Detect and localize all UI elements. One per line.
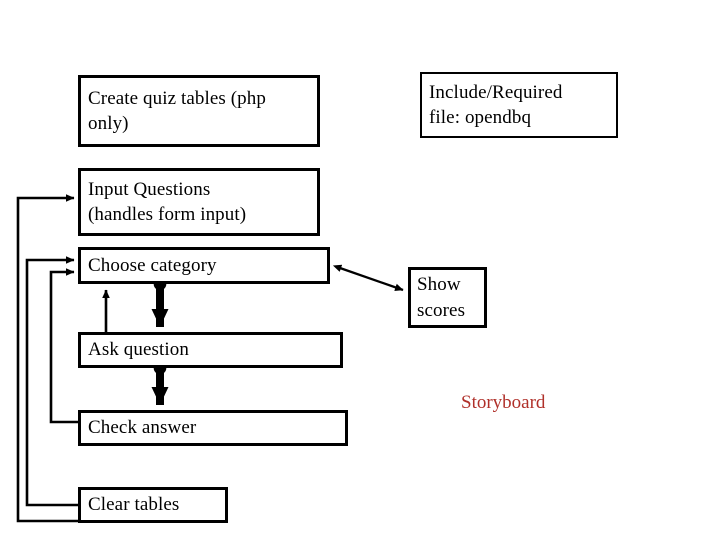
node-clear-tables-label: Clear tables (88, 494, 180, 516)
node-create-quiz-tables-label: Create quiz tables (php only) (88, 87, 266, 134)
node-check-answer[interactable]: Check answer (78, 410, 348, 446)
node-choose-category[interactable]: Choose category (78, 247, 330, 284)
node-include-required-file[interactable]: Include/Required file: opendbq (420, 72, 618, 138)
node-ask-question-label: Ask question (88, 339, 189, 361)
connector-choose-category-show-scores (332, 264, 404, 292)
node-input-questions[interactable]: Input Questions (handles form input) (78, 168, 320, 236)
node-choose-category-label: Choose category (88, 254, 217, 276)
connector-clear-tables-to-choose-category (25, 256, 78, 507)
node-show-scores[interactable]: Show scores (408, 267, 487, 328)
node-input-questions-label: Input Questions (handles form input) (88, 178, 247, 225)
node-create-quiz-tables[interactable]: Create quiz tables (php only) (78, 75, 320, 147)
node-ask-question[interactable]: Ask question (78, 332, 343, 368)
node-clear-tables[interactable]: Clear tables (78, 487, 228, 523)
connector-check-answer-to-choose-category (49, 268, 78, 424)
connector-clear-tables-to-input-questions (16, 194, 78, 523)
node-check-answer-label: Check answer (88, 417, 197, 439)
node-include-required-file-label: Include/Required file: opendbq (429, 81, 563, 128)
storyboard-caption: Storyboard (461, 392, 546, 413)
node-show-scores-label: Show scores (417, 273, 466, 321)
